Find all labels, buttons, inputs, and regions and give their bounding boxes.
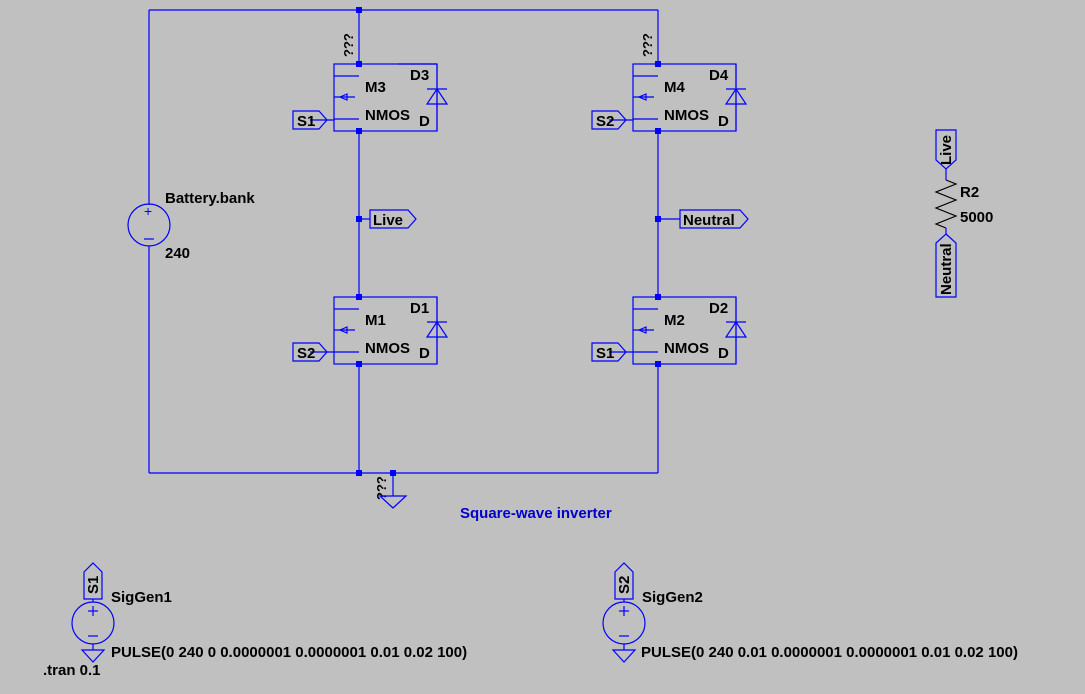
gate-label-m2: S1 <box>596 345 614 362</box>
diode-name-d3: D3 <box>410 67 429 84</box>
mosfet-model-m3: NMOS <box>365 107 410 124</box>
main-wires <box>148 9 680 474</box>
mosfet-m3[interactable] <box>310 63 449 132</box>
resistor-value: 5000 <box>960 209 993 226</box>
ground-icon[interactable] <box>378 473 408 509</box>
resistor-neutral-label: Neutral <box>938 243 955 295</box>
gate-port-m2[interactable]: S1 <box>591 342 627 362</box>
diode-model-d1: D <box>419 345 430 362</box>
load-resistor-r2[interactable] <box>934 129 958 298</box>
signal-generator-2[interactable] <box>602 562 646 663</box>
siggen1-spec: PULSE(0 240 0 0.0000001 0.0000001 0.01 0… <box>111 644 467 661</box>
net-label-live-text: Live <box>373 212 403 229</box>
mosfet-m4[interactable] <box>609 63 748 132</box>
gate-port-m4[interactable]: S2 <box>591 110 627 130</box>
net-label-live[interactable]: Live <box>369 209 417 229</box>
junctions <box>356 7 661 476</box>
siggen2-spec: PULSE(0 240 0.01 0.0000001 0.0000001 0.0… <box>641 644 1018 661</box>
gate-label-m4: S2 <box>596 113 614 130</box>
battery-value: 240 <box>165 245 190 262</box>
unknown-marker-top-right: ??? <box>640 33 655 57</box>
battery-name: Battery.bank <box>165 190 255 207</box>
diode-model-d3: D <box>419 113 430 130</box>
resistor-live-label: Live <box>938 135 955 165</box>
ground-icon <box>80 649 106 663</box>
unknown-marker-top-left: ??? <box>341 33 356 57</box>
ground-icon <box>611 649 637 663</box>
gate-label-m1: S2 <box>297 345 315 362</box>
siggen2-name: SigGen2 <box>642 589 703 606</box>
signal-generator-1[interactable] <box>71 562 115 663</box>
diode-name-d2: D2 <box>709 300 728 317</box>
mosfet-name-m1: M1 <box>365 312 386 329</box>
gate-port-m3[interactable]: S1 <box>292 110 328 130</box>
net-label-neutral[interactable]: Neutral <box>679 209 749 229</box>
diode-name-d4: D4 <box>709 67 729 84</box>
unknown-marker-ground: ??? <box>374 476 389 500</box>
tran-directive[interactable]: .tran 0.1 <box>43 662 101 679</box>
diode-model-d2: D <box>718 345 729 362</box>
siggen1-net-label: S1 <box>85 576 102 594</box>
mosfet-model-m1: NMOS <box>365 340 410 357</box>
schematic-title-comment: Square-wave inverter <box>460 505 612 522</box>
gate-label-m3: S1 <box>297 113 315 130</box>
mosfet-m1[interactable] <box>310 296 449 365</box>
gate-port-m1[interactable]: S2 <box>292 342 328 362</box>
mosfet-name-m4: M4 <box>664 79 685 96</box>
mosfet-model-m4: NMOS <box>664 107 709 124</box>
diode-model-d4: D <box>718 113 729 130</box>
mosfet-name-m2: M2 <box>664 312 685 329</box>
siggen2-net-label: S2 <box>616 576 633 594</box>
mosfet-model-m2: NMOS <box>664 340 709 357</box>
resistor-name: R2 <box>960 184 979 201</box>
net-label-neutral-text: Neutral <box>683 212 735 229</box>
mosfet-m2[interactable] <box>609 296 748 365</box>
battery-source[interactable]: + <box>127 200 171 250</box>
siggen1-name: SigGen1 <box>111 589 172 606</box>
mosfet-name-m3: M3 <box>365 79 386 96</box>
diode-name-d1: D1 <box>410 300 429 317</box>
plus-icon: + <box>144 203 152 219</box>
